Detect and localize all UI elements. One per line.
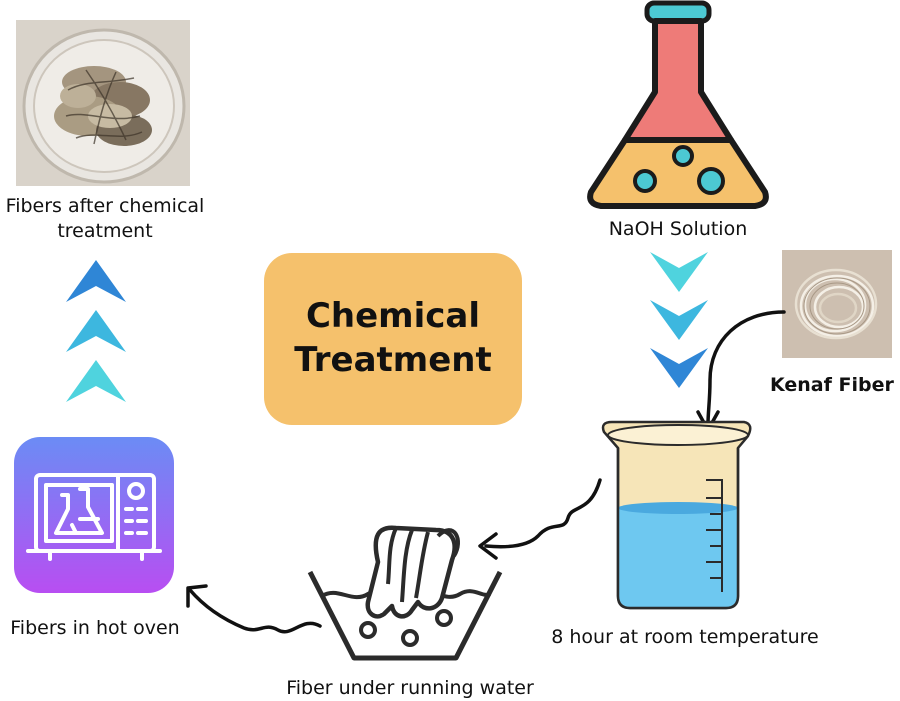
room-temperature-label: 8 hour at room temperature: [551, 626, 819, 648]
chevron-up-icon: [66, 360, 126, 402]
kenaf-fiber-label: Kenaf Fiber: [770, 374, 894, 396]
hand-wash-icon: [307, 525, 503, 661]
chevron-up-icon: [66, 260, 126, 302]
chevron-down-icon: [650, 252, 708, 292]
fibers-after-treatment-label: Fibers after chemical treatment: [0, 194, 210, 243]
beaker-icon: [601, 420, 752, 610]
chevron-up-icon: [66, 310, 126, 352]
treated-fibers-photo: [16, 20, 190, 186]
fibers-after-line2: treatment: [57, 219, 153, 242]
fibers-after-line1: Fibers after chemical: [5, 195, 205, 217]
chevron-down-icon: [650, 300, 708, 340]
naoh-label: NaOH Solution: [608, 218, 748, 240]
center-title-line1: Chemical: [305, 296, 481, 337]
up-chevrons: [66, 260, 126, 402]
running-water-label: Fiber under running water: [286, 677, 534, 699]
flask-icon: [587, 0, 769, 209]
center-title-line2: Treatment: [294, 340, 492, 380]
chemical-treatment-box: Chemical Treatment: [264, 253, 522, 425]
hot-oven-label: Fibers in hot oven: [10, 617, 180, 639]
oven-icon: [14, 437, 174, 593]
chevron-down-icon: [650, 348, 708, 388]
kenaf-fiber-photo: [782, 250, 892, 358]
water-to-oven-arrow: [186, 584, 322, 634]
down-chevrons: [650, 252, 708, 388]
beaker-to-water-arrow: [478, 478, 602, 560]
